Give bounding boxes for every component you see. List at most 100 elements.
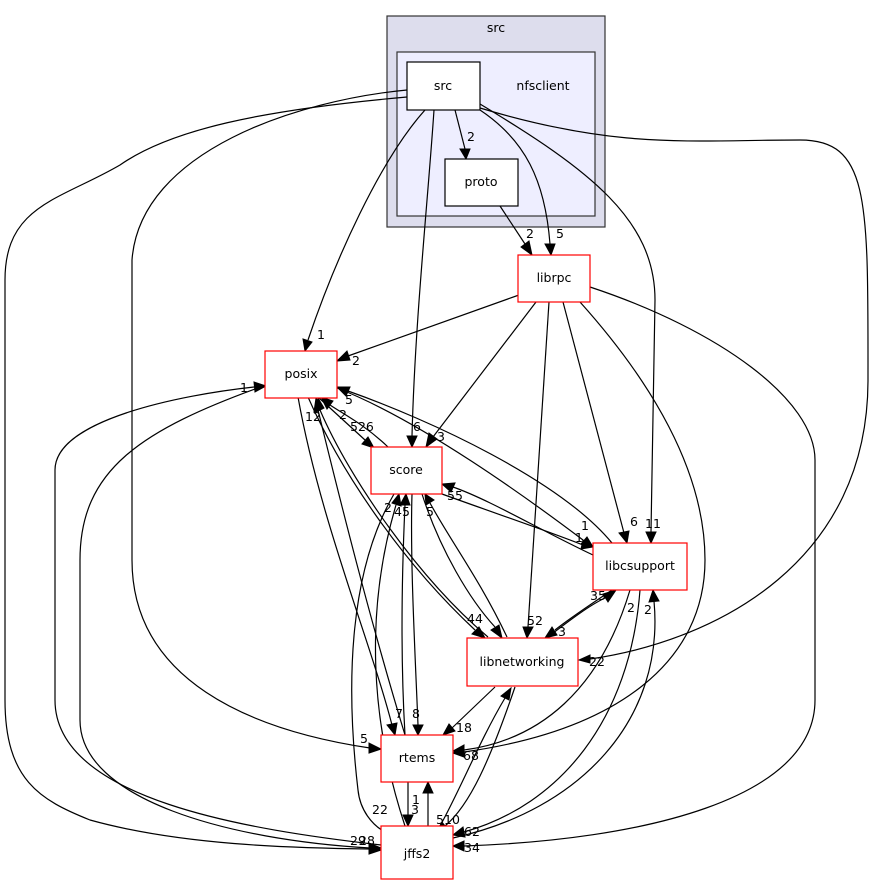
node-libcsupport-label: libcsupport: [605, 558, 675, 573]
node-score[interactable]: score: [370, 446, 443, 495]
node-proto[interactable]: proto: [444, 158, 519, 207]
edge-label-libnetworking-score[interactable]: 5: [426, 504, 434, 519]
edges: 2 2 5 1 6 11 22 5 29: [4, 89, 869, 855]
edge-score-libnetworking: [421, 493, 496, 628]
edge-label-jffs2-libcsupport[interactable]: 2: [644, 602, 652, 617]
cluster-src-label: src: [487, 20, 505, 35]
edge-src-libnetworking: [479, 107, 869, 660]
edge-jffs2-score: [374, 504, 406, 827]
node-src[interactable]: src: [406, 61, 481, 111]
arrowhead-src-rtems: [368, 742, 383, 754]
edge-label-librpc-rtems[interactable]: 68: [463, 748, 479, 763]
edge-label-src-score[interactable]: 6: [413, 419, 421, 434]
edge-label-proto-librpc[interactable]: 2: [526, 226, 534, 241]
arrowhead-jffs2-libnetworking: [500, 686, 512, 701]
node-posix[interactable]: posix: [264, 350, 338, 399]
edge-label-librpc-libnetworking[interactable]: 52: [527, 613, 543, 628]
node-librpc[interactable]: librpc: [517, 254, 591, 303]
edge-label-librpc-score[interactable]: 3: [437, 429, 445, 444]
edge-label-score-posix[interactable]: 2: [339, 407, 347, 422]
arrowhead-libcsupport-libnetworking: [543, 626, 558, 639]
edge-label-librpc-jffs2[interactable]: 34: [464, 840, 480, 855]
node-libcsupport[interactable]: libcsupport: [592, 542, 688, 591]
node-jffs2-box: [380, 825, 454, 880]
edge-label-librpc-libcsupport[interactable]: 6: [630, 514, 638, 529]
edge-jffs2-libcsupport: [452, 600, 656, 839]
edge-label-rtems-score[interactable]: 45: [394, 504, 410, 519]
arrowhead-src-proto: [459, 148, 471, 161]
arrowhead-score-libnetworking: [490, 624, 503, 640]
edge-librpc-libnetworking: [527, 301, 550, 628]
arrowhead-src-score: [406, 435, 418, 449]
edge-libnetworking-libcsupport: [547, 597, 606, 638]
edge-score-posix: [329, 404, 389, 448]
edge-libnetworking-jffs2: [444, 686, 516, 827]
node-posix-label: posix: [285, 366, 318, 381]
edge-label-rtems-jffs2[interactable]: 3: [411, 802, 419, 817]
edge-label-src-rtems[interactable]: 5: [360, 731, 368, 746]
node-src-label: src: [434, 78, 452, 93]
edge-src-libcsupport: [479, 103, 656, 533]
edge-src-proto: [454, 109, 466, 150]
edge-label-jffs2-rtems[interactable]: 1: [412, 792, 420, 807]
node-libnetworking[interactable]: libnetworking: [466, 637, 579, 687]
edge-label-libnetworking-posix[interactable]: 12: [305, 409, 321, 424]
edge-label-jffs2-libnetworking[interactable]: 5: [436, 812, 444, 827]
node-rtems-box: [380, 734, 454, 783]
edge-label-libcsupport-posix[interactable]: 5: [345, 392, 353, 407]
edge-label-jffs2-posix[interactable]: 1: [240, 380, 248, 395]
edge-label-libnetworking-jffs2[interactable]: 10: [444, 812, 460, 827]
edge-jffs2-posix: [54, 386, 382, 846]
arrowhead-proto-librpc: [520, 240, 533, 257]
edge-src-score: [411, 109, 435, 437]
edge-label-posix-jffs2[interactable]: 28: [359, 833, 375, 848]
edge-label-src-proto[interactable]: 2: [467, 129, 475, 144]
edge-librpc-rtems: [463, 301, 706, 753]
edge-label-libcsupport-libnetworking[interactable]: 3: [558, 624, 566, 639]
edge-label-src-libcsupport[interactable]: 11: [645, 516, 661, 531]
edge-libnetworking-score: [429, 502, 508, 638]
edge-label-src-posix[interactable]: 1: [317, 327, 325, 342]
arrowhead-src-libcsupport: [645, 531, 657, 545]
node-proto-label: proto: [465, 174, 498, 189]
edge-label-posix-libcsupport[interactable]: 1: [581, 518, 589, 533]
edge-label-score-rtems[interactable]: 8: [412, 706, 420, 721]
arrowhead-libnetworking-libcsupport: [602, 589, 618, 603]
node-jffs2-label: jffs2: [403, 846, 431, 861]
edge-label-libnetworking-libcsupport[interactable]: 35: [590, 588, 606, 603]
cluster-nfsclient-label: nfsclient: [516, 78, 569, 93]
arrowhead-libcsupport-rtems: [451, 744, 465, 756]
node-librpc-box: [517, 254, 591, 303]
edge-label-libcsupport-rtems[interactable]: 2: [627, 600, 635, 615]
edge-posix-libcsupport: [336, 387, 584, 541]
arrowhead-librpc-posix: [335, 350, 351, 362]
edge-label-score-libcsupport[interactable]: 1: [575, 530, 583, 545]
edge-label-src-librpc[interactable]: 5: [556, 226, 564, 241]
edge-label-libcsupport-jffs2[interactable]: 62: [464, 824, 480, 839]
arrowhead-jffs2-libcsupport: [648, 588, 660, 603]
node-rtems[interactable]: rtems: [380, 734, 454, 783]
arrowhead-score-libcsupport: [580, 539, 595, 550]
edge-label-jffs2-score[interactable]: 2: [384, 500, 392, 515]
edge-score-jffs2: [351, 493, 395, 833]
edge-proto-librpc: [499, 205, 526, 245]
edge-jffs2-libnetworking: [439, 697, 506, 827]
node-jffs2[interactable]: jffs2: [380, 825, 454, 880]
arrowhead-posix-score: [361, 436, 376, 449]
edge-librpc-jffs2: [463, 286, 816, 847]
edge-label-libcsupport-score[interactable]: 55: [447, 488, 463, 503]
edge-libcsupport-score: [452, 486, 594, 556]
edge-label-libnetworking-rtems[interactable]: 18: [456, 720, 472, 735]
edge-label-src-jffs2[interactable]: 29: [350, 833, 366, 848]
edge-label-posix-libnetworking[interactable]: 44: [467, 611, 483, 626]
arrowhead-libnetworking-score: [424, 493, 435, 506]
edge-librpc-libcsupport: [562, 301, 625, 534]
node-posix-box: [264, 350, 338, 399]
arrowhead-score-posix: [320, 396, 334, 410]
arrowhead-librpc-score: [425, 432, 438, 449]
edge-libcsupport-jffs2: [463, 589, 641, 833]
node-libnetworking-label: libnetworking: [480, 654, 565, 669]
edge-posix-rtems: [297, 396, 393, 726]
edge-label-score-jffs2[interactable]: 22: [372, 802, 388, 817]
edge-label-librpc-posix[interactable]: 2: [352, 353, 360, 368]
